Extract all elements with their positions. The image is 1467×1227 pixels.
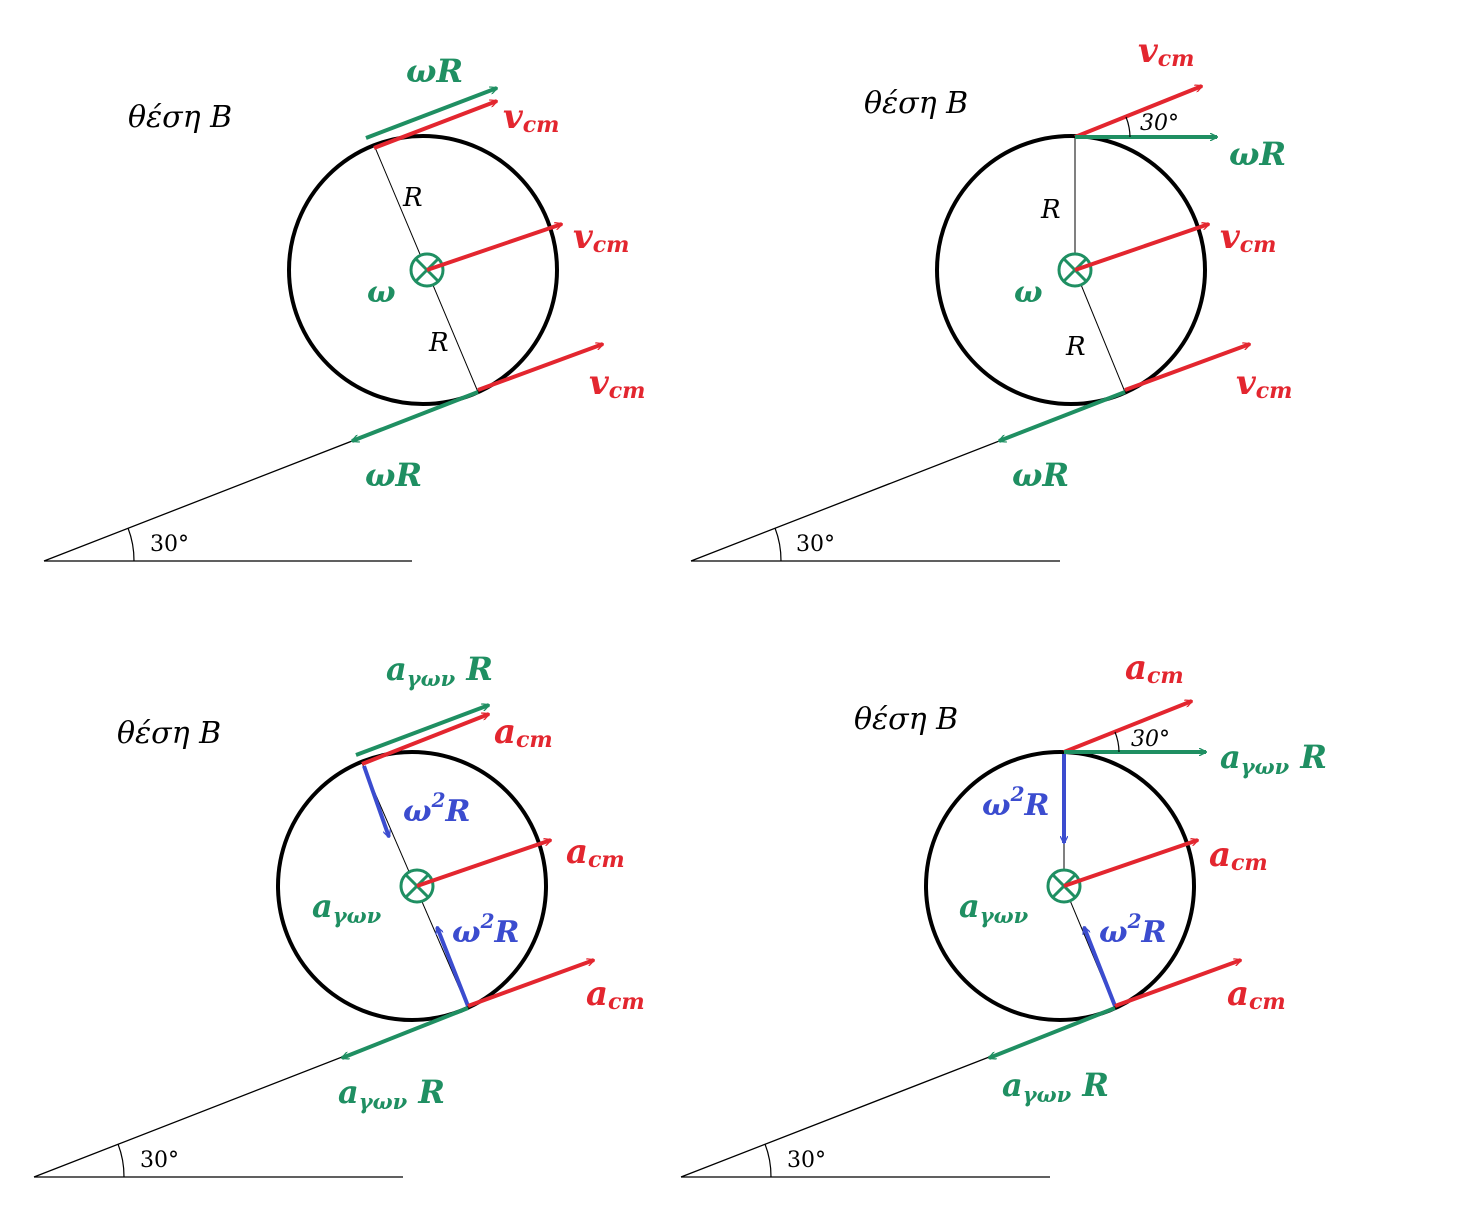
bottom-rotation-label: ωR: [365, 456, 422, 494]
top-rotation-arrow: [355, 703, 489, 757]
angular-acc-symbol: aγων: [959, 887, 1029, 928]
position-label: θέση Β: [864, 86, 968, 121]
radius-label-top: R: [402, 183, 423, 213]
incline-angle-label: 30°: [150, 532, 189, 557]
incline-angle-arc: [774, 527, 782, 562]
radius-label-bottom: R: [1065, 332, 1086, 362]
top-centripetal-arrow: [362, 765, 389, 837]
top-acceleration-arrow: [1063, 699, 1192, 754]
radius-label-top: R: [1040, 195, 1061, 225]
incline-angle-arc: [764, 1143, 772, 1178]
panel-top-left: 30° θέση Β ω R R ωR vcm vcm vcm ωR: [43, 52, 645, 562]
wheel: [276, 750, 548, 1022]
center-acceleration-label: acm: [1209, 835, 1268, 876]
incline-angle-arc: [127, 527, 135, 562]
slant-radius-line: [1074, 269, 1126, 393]
bottom-acceleration-label: acm: [586, 974, 645, 1015]
incline-angle-label: 30°: [140, 1148, 179, 1173]
incline-angle-arc: [117, 1143, 125, 1178]
top-acceleration-arrow: [361, 712, 489, 766]
top-velocity-label: vcm: [503, 97, 559, 138]
bottom-rotation-arrow: [989, 1006, 1116, 1060]
bottom-rotation-label: aγων R: [1002, 1066, 1109, 1107]
wheel: [924, 750, 1196, 1022]
incline-angle-label: 30°: [787, 1148, 826, 1173]
bottom-acceleration-label: acm: [1227, 974, 1286, 1015]
bottom-velocity-label: vcm: [1236, 363, 1292, 404]
top-rotation-label: ωR: [1229, 135, 1286, 173]
top-centripetal-label: ω2R: [982, 782, 1049, 823]
omega-symbol: ω: [1014, 275, 1043, 310]
bottom-rotation-arrow: [342, 1006, 469, 1060]
bottom-acceleration-arrow: [1114, 960, 1241, 1008]
top-centripetal-label: ω2R: [403, 788, 470, 829]
top-angle-label: 30°: [1131, 727, 1170, 752]
top-acceleration-label: acm: [494, 712, 553, 753]
top-angle-arc: [1114, 731, 1120, 753]
top-velocity-arrow: [373, 99, 497, 150]
top-rotation-label: aγων R: [1220, 738, 1327, 779]
bottom-rotation-arrow: [352, 390, 479, 443]
center-acceleration-arrow: [416, 840, 551, 888]
bottom-centripetal-arrow: [1082, 927, 1117, 1007]
bottom-rotation-arrow: [999, 390, 1126, 443]
top-velocity-arrow: [1074, 84, 1202, 139]
bottom-rotation-label: aγων R: [338, 1073, 445, 1114]
top-rotation-arrow: [365, 86, 497, 140]
center-velocity-arrow: [1074, 224, 1209, 272]
incline-angle-label: 30°: [796, 532, 835, 557]
panel-top-right: 30° θέση Β ω R R 30° vcm ωR vcm vcm ωR: [690, 31, 1292, 562]
panel-bottom-right: 30° θέση Β aγων 30° acm aγων R ω2R acm ω…: [680, 648, 1327, 1178]
top-acceleration-label: acm: [1125, 648, 1184, 689]
top-velocity-label: vcm: [1138, 31, 1194, 72]
position-label: θέση Β: [128, 100, 232, 135]
center-velocity-label: vcm: [573, 217, 629, 258]
top-rotation-label: aγων R: [386, 650, 493, 691]
bottom-velocity-label: vcm: [589, 363, 645, 404]
center-acceleration-label: acm: [566, 832, 625, 873]
top-angle-label: 30°: [1140, 111, 1179, 136]
top-angle-arc: [1125, 116, 1131, 138]
bottom-acceleration-arrow: [467, 960, 594, 1008]
wheel: [287, 134, 559, 406]
bottom-rotation-label: ωR: [1012, 456, 1069, 494]
position-label: θέση Β: [117, 716, 221, 751]
center-velocity-label: vcm: [1220, 217, 1276, 258]
bottom-velocity-arrow: [477, 344, 603, 392]
bottom-velocity-arrow: [1124, 344, 1250, 392]
omega-symbol: ω: [367, 275, 396, 310]
radius-label-bottom: R: [428, 328, 449, 358]
center-acceleration-arrow: [1063, 840, 1198, 888]
bottom-centripetal-label: ω2R: [1099, 909, 1166, 950]
panel-bottom-left: 30° θέση Β aγων aγων R acm ω2R acm ω2R a…: [33, 650, 645, 1178]
angular-acc-symbol: aγων: [312, 887, 382, 928]
position-label: θέση Β: [854, 702, 958, 737]
top-rotation-label: ωR: [406, 52, 463, 90]
center-velocity-arrow: [426, 224, 562, 272]
bottom-centripetal-label: ω2R: [452, 909, 519, 950]
wheel: [935, 134, 1207, 406]
bottom-centripetal-arrow: [435, 927, 470, 1007]
